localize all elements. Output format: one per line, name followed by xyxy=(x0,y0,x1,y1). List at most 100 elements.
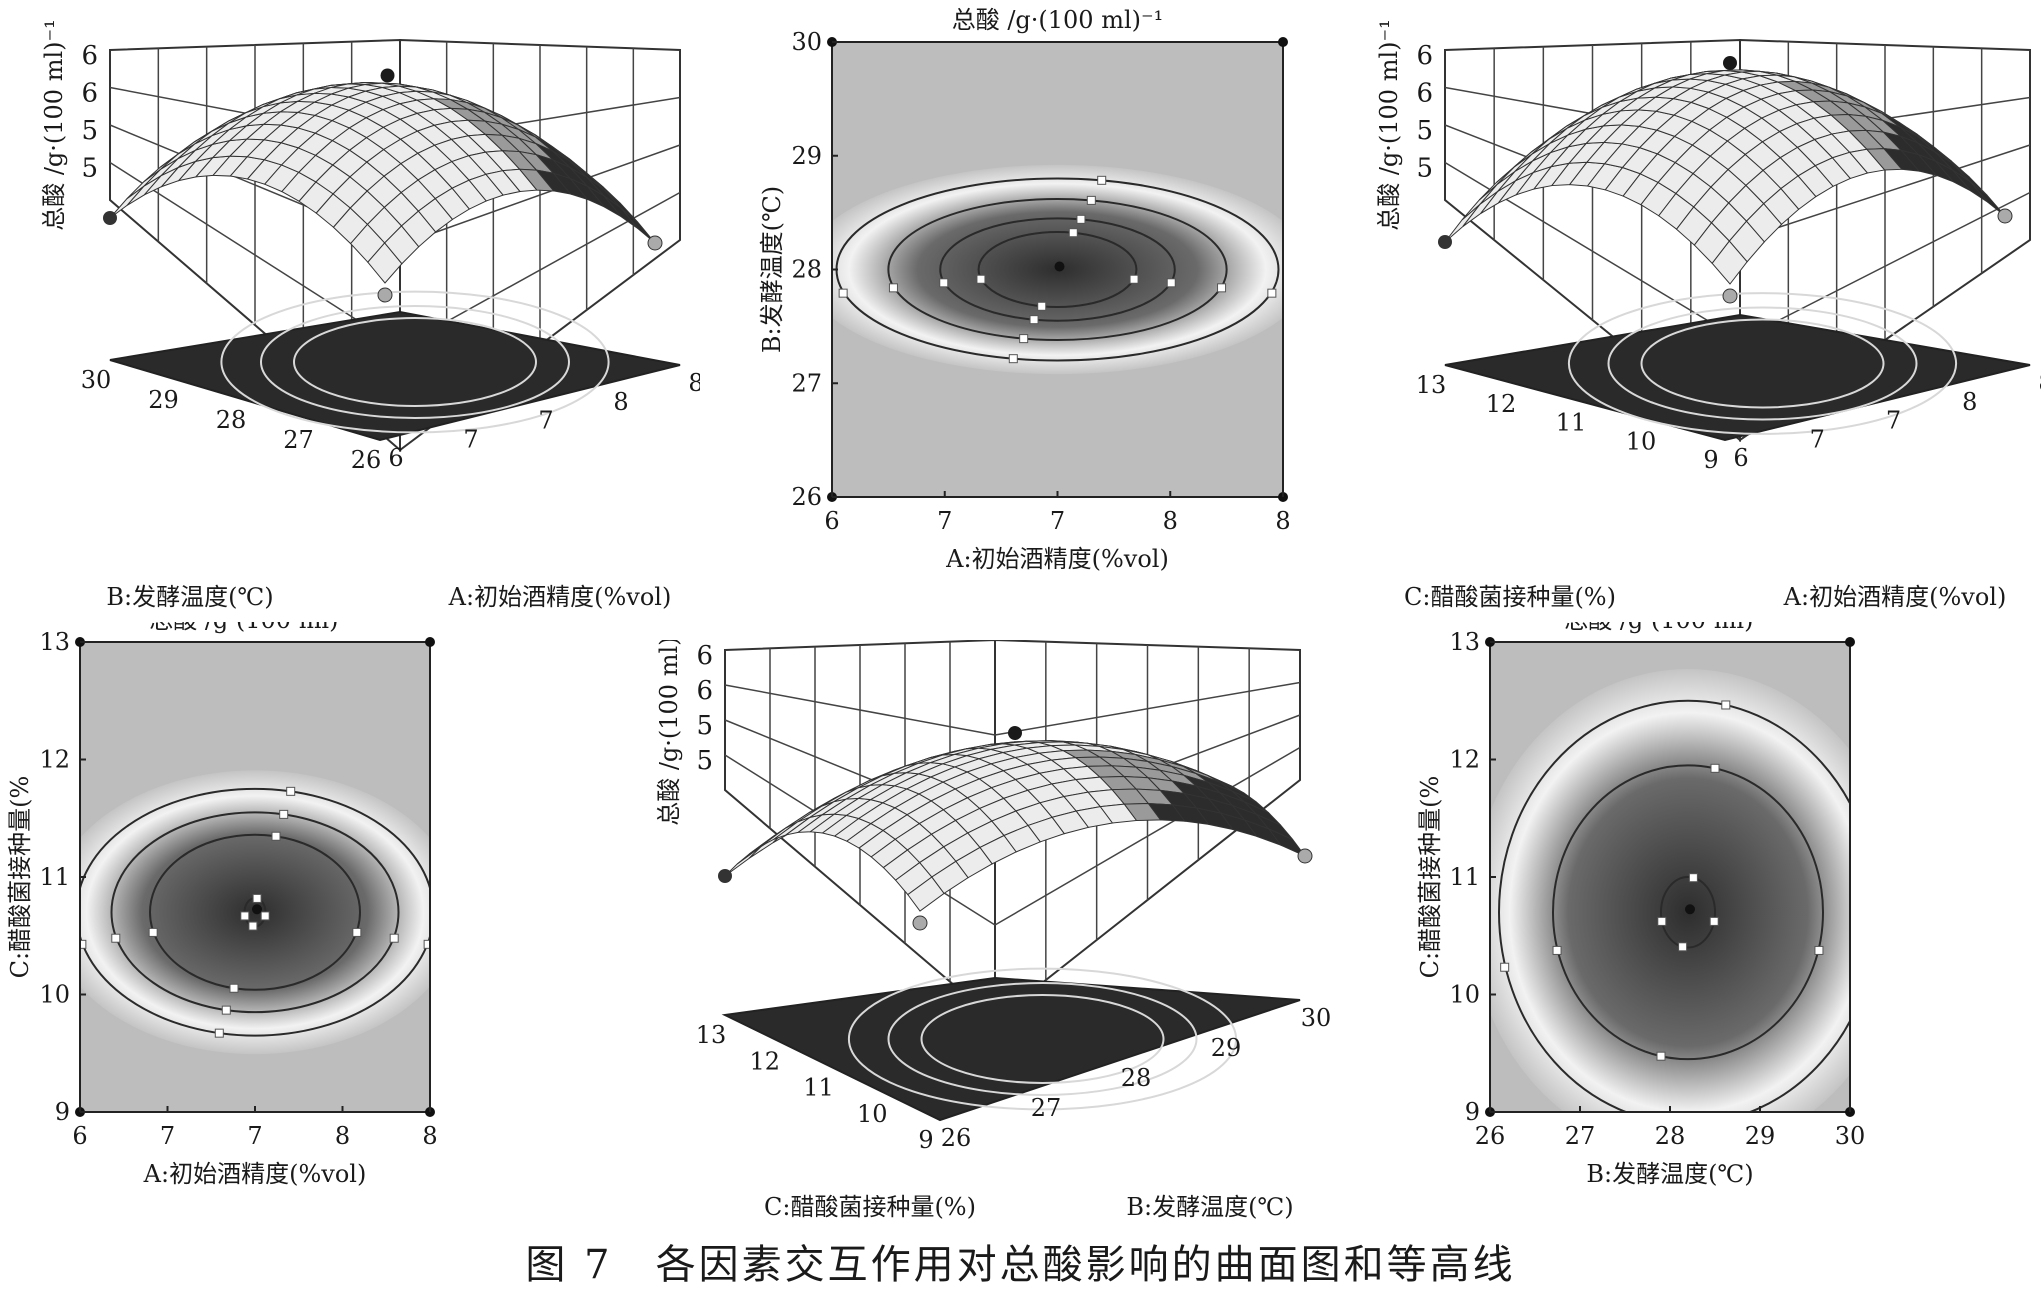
left-axis-tick-label: 9 xyxy=(918,1126,933,1154)
right-axis-tick-label: 29 xyxy=(1211,1034,1242,1062)
z-tick-label: 5 xyxy=(696,746,713,776)
floor-contour-line xyxy=(847,967,1238,1111)
contour-label-marker xyxy=(286,786,296,796)
left-axis-tick-label: 12 xyxy=(749,1047,780,1075)
right-axis-tick-label: 8 xyxy=(1962,388,1977,416)
right-axis-label: A:初始酒精度(%vol) xyxy=(1783,583,2007,611)
floor-contour-line xyxy=(220,290,610,434)
contour-line xyxy=(887,197,1228,342)
design-point xyxy=(252,904,262,915)
x-tick-label: 27 xyxy=(1565,1122,1596,1150)
left-axis-tick-label: 11 xyxy=(803,1074,834,1102)
contour-label-marker xyxy=(221,1005,231,1015)
x-tick-label: 26 xyxy=(1475,1122,1506,1150)
y-tick-label: 11 xyxy=(39,863,70,891)
floor-contour-plane xyxy=(109,310,681,442)
z-tick-label: 5 xyxy=(81,154,98,184)
contour-label-marker xyxy=(1086,195,1096,205)
contour-line xyxy=(110,811,400,1014)
corner-point xyxy=(103,211,117,225)
right-axis-tick-label: 7 xyxy=(463,425,478,453)
x-tick-label: 28 xyxy=(1655,1122,1686,1150)
contour-line xyxy=(1498,699,1850,1112)
contour-label-marker xyxy=(240,911,250,921)
floor-contour-line xyxy=(887,982,1198,1096)
contour-line xyxy=(939,217,1176,322)
panel-contour-AC: 总酸 /g·(100 ml)⁻¹67788910111213A:初始酒精度(%v… xyxy=(0,606,600,1222)
contour-label-marker xyxy=(1709,916,1719,926)
panel-contour-BC: 总酸 /g·(100 ml)⁻¹2627282930910111213B:发酵温… xyxy=(1400,606,2041,1222)
contour-line xyxy=(1552,764,1824,1061)
left-axis-tick-label: 30 xyxy=(81,366,112,394)
left-axis-tick-label: 28 xyxy=(216,406,247,434)
right-axis-tick-label: 7 xyxy=(1886,407,1901,435)
left-axis-tick-label: 27 xyxy=(283,426,314,454)
x-tick-label: 30 xyxy=(1835,1122,1866,1150)
z-tick-label: 5 xyxy=(1416,154,1433,184)
left-axis-tick-label: 10 xyxy=(1626,427,1657,455)
floor-contour-line xyxy=(1567,292,1958,435)
contour-label-marker xyxy=(1656,1051,1666,1061)
contour-label-marker xyxy=(1814,945,1824,955)
z-axis-label: 总酸 /g·(100 ml)⁻¹ xyxy=(1375,20,1403,231)
y-tick-label: 10 xyxy=(1449,981,1480,1009)
contour-label-marker xyxy=(260,911,270,921)
y-tick-label: 12 xyxy=(1449,746,1480,774)
contour-label-marker xyxy=(1646,1116,1654,1124)
peak-point xyxy=(1008,726,1022,740)
right-axis-tick-label: 30 xyxy=(1301,1004,1332,1032)
z-axis-label: 总酸 /g·(100 ml)⁻¹ xyxy=(655,640,683,826)
x-tick-label: 7 xyxy=(937,507,952,535)
design-point xyxy=(1054,261,1065,272)
corner-point xyxy=(1997,208,2013,224)
z-tick-label: 5 xyxy=(1416,116,1433,146)
x-tick-label: 8 xyxy=(422,1122,437,1150)
chart-title: 总酸 /g·(100 ml)⁻¹ xyxy=(1564,622,1776,634)
contour-label-marker xyxy=(271,831,281,841)
corner-point xyxy=(718,869,732,883)
contour-label-marker xyxy=(1129,274,1139,284)
design-point xyxy=(1685,904,1695,915)
contour-label-marker xyxy=(976,274,986,284)
left-axis-tick-label: 9 xyxy=(1703,446,1718,474)
right-axis-tick-label: 8 xyxy=(613,388,628,416)
floor-contour-line xyxy=(920,994,1165,1084)
left-axis-tick-label: 26 xyxy=(351,446,382,474)
contour-label-marker xyxy=(248,921,258,931)
floor-contour-line xyxy=(293,317,537,407)
right-axis-tick-label: 26 xyxy=(941,1124,972,1152)
y-tick-label: 9 xyxy=(55,1098,70,1126)
x-axis-label: A:初始酒精度(%vol) xyxy=(143,1160,367,1188)
floor-contour-line xyxy=(1607,306,1918,421)
x-tick-label: 6 xyxy=(824,507,839,535)
contour-label-marker xyxy=(838,288,848,298)
corner-point xyxy=(1845,637,1855,647)
right-axis-tick-label: 28 xyxy=(1121,1064,1152,1092)
y-axis-label: B:发酵温度(℃) xyxy=(758,186,786,353)
contour-line xyxy=(1660,876,1716,949)
figure-caption: 图 7 各因素交互作用对总酸影响的曲面图和等高线 xyxy=(525,1242,1516,1288)
contour-label-marker xyxy=(1688,873,1698,883)
y-tick-label: 11 xyxy=(1449,863,1480,891)
contour-label-marker xyxy=(423,939,430,949)
z-axis-label: 总酸 /g·(100 ml)⁻¹ xyxy=(40,20,68,231)
contour-label-marker xyxy=(1721,700,1731,710)
right-axis-tick-label: 8 xyxy=(2038,369,2041,397)
right-axis-tick-label: 8 xyxy=(688,369,700,397)
left-axis-tick-label: 13 xyxy=(1416,371,1447,399)
contour-label-marker xyxy=(389,933,399,943)
contour-line xyxy=(977,230,1138,309)
contour-label-marker xyxy=(1019,334,1029,344)
contour-chart-ac: 总酸 /g·(100 ml)⁻¹67788910111213A:初始酒精度(%v… xyxy=(6,606,438,1188)
contour-label-marker xyxy=(1678,942,1688,952)
contour-chart-bc: 总酸 /g·(100 ml)⁻¹2627282930910111213B:发酵温… xyxy=(1416,606,1866,1188)
y-tick-label: 27 xyxy=(791,369,822,397)
contour-line xyxy=(149,833,361,991)
left-axis-tick-label: 11 xyxy=(1556,409,1587,437)
contour-label-marker xyxy=(939,278,949,288)
y-tick-label: 30 xyxy=(791,28,822,56)
contour-label-marker xyxy=(1037,301,1047,311)
contour-label-marker xyxy=(111,933,121,943)
floor-contour-plane xyxy=(1444,313,2031,442)
